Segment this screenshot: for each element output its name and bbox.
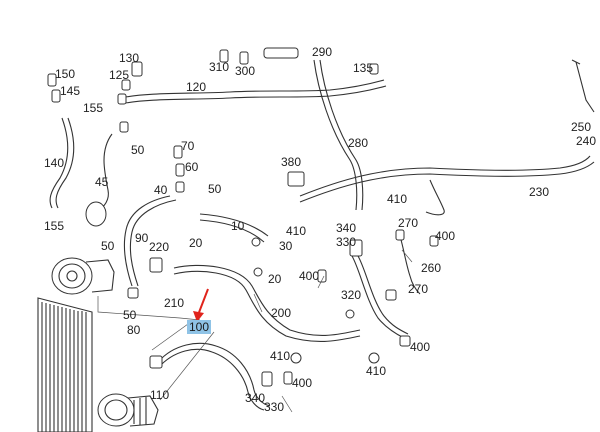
callout-340[interactable]: 340	[245, 391, 266, 405]
compressor-upper	[51, 257, 115, 295]
highlight-arrow	[193, 288, 209, 322]
callout-220[interactable]: 220	[149, 240, 170, 254]
callout-140[interactable]: 140	[44, 156, 65, 170]
callout-240[interactable]: 240	[576, 134, 597, 148]
callout-50[interactable]: 50	[208, 182, 222, 196]
condenser	[37, 297, 93, 432]
callout-290[interactable]: 290	[312, 45, 333, 59]
fittings	[47, 47, 595, 387]
callout-410[interactable]: 410	[270, 349, 291, 363]
callout-110[interactable]: 110	[150, 388, 170, 402]
callout-300[interactable]: 300	[235, 64, 256, 78]
callout-10[interactable]: 10	[231, 219, 245, 233]
callout-40[interactable]: 40	[154, 183, 168, 197]
callout-30[interactable]: 30	[279, 239, 293, 253]
callout-50[interactable]: 50	[123, 308, 137, 322]
callout-320[interactable]: 320	[341, 288, 362, 302]
callout-130[interactable]: 130	[119, 51, 140, 65]
callout-80[interactable]: 80	[127, 323, 141, 337]
callout-410[interactable]: 410	[387, 192, 408, 206]
callout-100-highlighted[interactable]: 100	[187, 320, 212, 334]
callout-260[interactable]: 260	[421, 261, 442, 275]
callout-155[interactable]: 155	[83, 101, 104, 115]
callout-90[interactable]: 90	[135, 231, 149, 245]
callout-125[interactable]: 125	[109, 68, 130, 82]
hose-lines	[49, 59, 595, 411]
callout-150[interactable]: 150	[55, 67, 76, 81]
callout-50[interactable]: 50	[101, 239, 115, 253]
callout-135[interactable]: 135	[353, 61, 374, 75]
callout-280[interactable]: 280	[348, 136, 369, 150]
callout-200[interactable]: 200	[271, 306, 292, 320]
callout-410[interactable]: 410	[366, 364, 387, 378]
callout-250[interactable]: 250	[571, 120, 592, 134]
callout-400[interactable]: 400	[435, 229, 456, 243]
callout-400[interactable]: 400	[292, 376, 313, 390]
callout-330[interactable]: 330	[264, 400, 285, 414]
callout-120[interactable]: 120	[186, 80, 207, 94]
callout-210[interactable]: 210	[164, 296, 185, 310]
callout-45[interactable]: 45	[95, 175, 109, 189]
callout-20[interactable]: 20	[268, 272, 282, 286]
callout-410[interactable]: 410	[286, 224, 307, 238]
compressor-lower	[97, 393, 159, 427]
callout-70[interactable]: 70	[181, 139, 195, 153]
callout-145[interactable]: 145	[60, 84, 81, 98]
callout-230[interactable]: 230	[529, 185, 550, 199]
callout-20[interactable]: 20	[189, 236, 203, 250]
leader-lines	[97, 249, 413, 413]
callout-400[interactable]: 400	[299, 269, 320, 283]
callout-330[interactable]: 330	[336, 235, 357, 249]
callout-310[interactable]: 310	[209, 60, 230, 74]
callout-270[interactable]: 270	[398, 216, 419, 230]
callout-400[interactable]: 400	[410, 340, 431, 354]
callout-50[interactable]: 50	[131, 143, 145, 157]
callout-270[interactable]: 270	[408, 282, 429, 296]
callout-155[interactable]: 155	[44, 219, 65, 233]
callout-340[interactable]: 340	[336, 221, 357, 235]
callout-60[interactable]: 60	[185, 160, 199, 174]
callout-380[interactable]: 380	[281, 155, 302, 169]
